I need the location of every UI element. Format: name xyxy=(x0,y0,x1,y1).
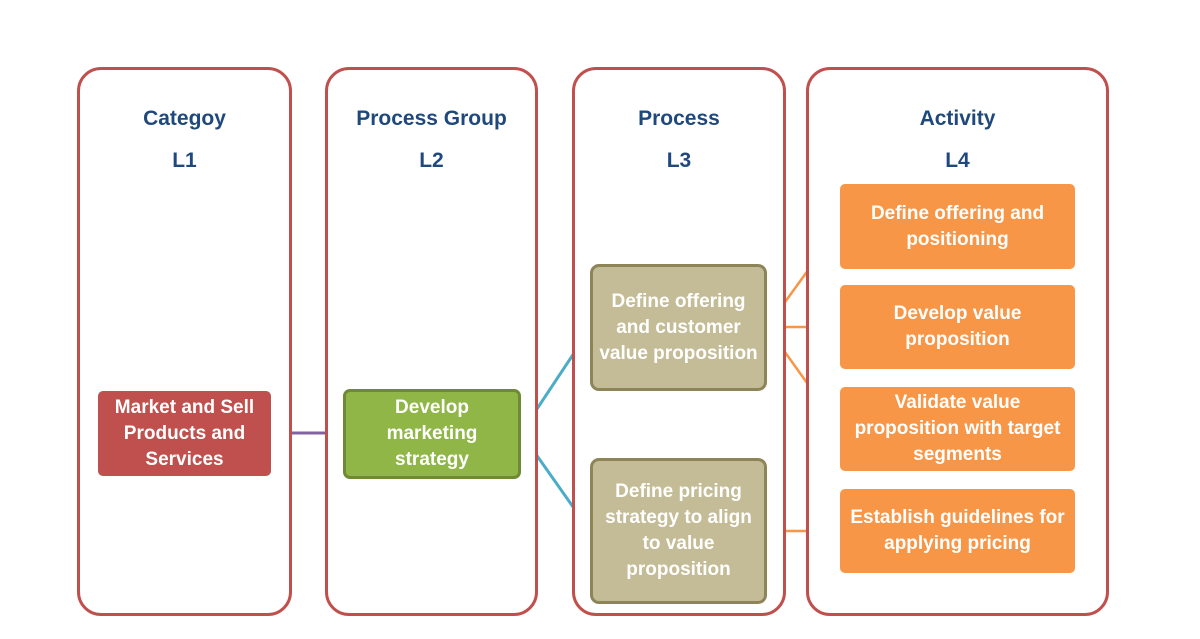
column-l2: Process Group L2 xyxy=(325,67,538,616)
column-l4-title: Activity xyxy=(919,107,996,130)
column-l3-level: L3 xyxy=(666,149,692,172)
column-l1: Categoy L1 xyxy=(77,67,292,616)
node-define-offering-value[interactable]: Define offering and customer value propo… xyxy=(590,264,767,391)
node-establish-pricing-guidelines[interactable]: Establish guidelines for applying pricin… xyxy=(840,489,1075,573)
column-l3-title: Process xyxy=(638,107,720,130)
node-develop-value-proposition[interactable]: Develop value proposition xyxy=(840,285,1075,369)
node-validate-value-proposition[interactable]: Validate value proposition with target s… xyxy=(840,387,1075,471)
column-l1-level: L1 xyxy=(172,149,197,172)
node-develop-marketing-strategy[interactable]: Develop marketing strategy xyxy=(343,389,521,479)
node-define-pricing-strategy[interactable]: Define pricing strategy to align to valu… xyxy=(590,458,767,604)
column-l1-title: Categoy xyxy=(143,107,226,130)
column-l2-title: Process Group xyxy=(356,107,507,130)
column-l4-level: L4 xyxy=(945,149,970,172)
node-define-offering-positioning[interactable]: Define offering and positioning xyxy=(840,184,1075,269)
node-market-and-sell[interactable]: Market and Sell Products and Services xyxy=(98,391,271,476)
column-l2-level: L2 xyxy=(419,149,444,172)
